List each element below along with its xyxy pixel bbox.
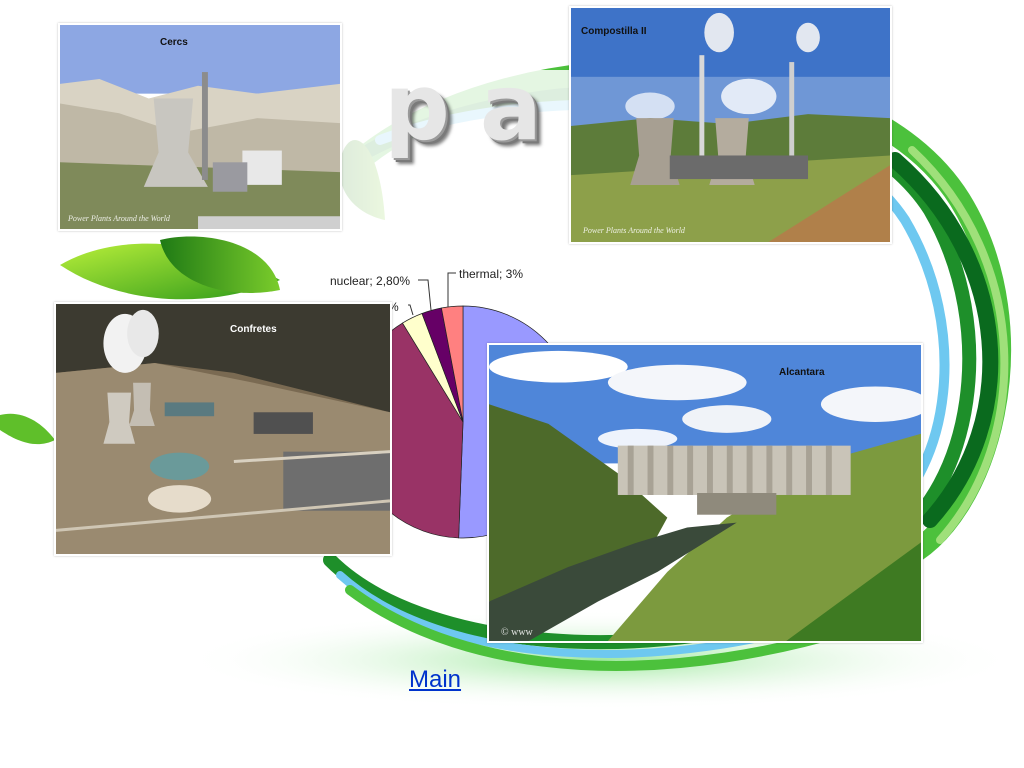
main-link[interactable]: Main	[409, 666, 462, 693]
photo-alcantara-label: Alcantara	[779, 367, 825, 378]
photo-cercs-label: Cercs	[160, 37, 188, 48]
pie-slice-4	[441, 305, 464, 423]
photo-alcantara-image	[489, 345, 921, 641]
photo-confretes-image	[56, 304, 390, 554]
leader-nuclear	[418, 279, 432, 311]
leaf-far-left	[0, 413, 55, 445]
leader-partial	[408, 304, 414, 316]
photo-cercs-credit: Power Plants Around the World	[68, 214, 170, 223]
photo-compostilla: Compostilla II Power Plants Around the W…	[569, 6, 892, 244]
photo-cercs: Cercs Power Plants Around the World	[58, 23, 342, 231]
label-nuclear: nuclear; 2,80%	[330, 274, 410, 288]
photo-confretes: Confretes	[54, 302, 392, 556]
slide-title-fragment: pa	[384, 54, 572, 161]
photo-alcantara: Alcantara © www	[487, 343, 923, 643]
leaf-left-mid	[160, 236, 280, 293]
white-panel	[342, 70, 572, 220]
photo-cercs-image	[60, 25, 340, 229]
photo-compostilla-image	[571, 8, 890, 242]
photo-compostilla-credit: Power Plants Around the World	[583, 226, 685, 235]
leader-thermal	[447, 272, 456, 307]
photo-confretes-label: Confretes	[230, 324, 277, 335]
label-thermal: thermal; 3%	[459, 267, 523, 281]
photo-alcantara-credit: © www	[501, 627, 533, 638]
photo-compostilla-label: Compostilla II	[581, 26, 647, 37]
